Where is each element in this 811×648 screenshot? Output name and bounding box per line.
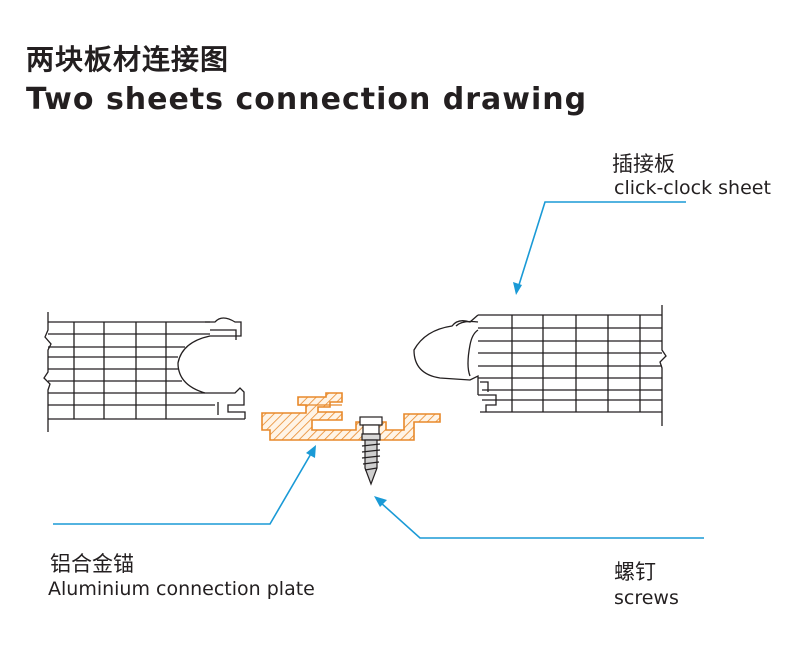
leader-plate [53,445,316,525]
sheet-label-zh: 插接板 [612,152,675,176]
sheet-label-en: click-clock sheet [614,177,771,199]
plate-label-en: Aluminium connection plate [48,578,315,600]
right-sheet [413,305,667,426]
screw [359,416,383,486]
left-sheet [43,312,246,432]
drawing-title-zh: 两块板材连接图 [26,43,230,76]
screws-label-en: screws [614,587,679,609]
aluminium-plate [261,392,441,441]
drawing-title-en: Two sheets connection drawing [26,82,588,117]
plate-label-zh: 铝合金锚 [50,552,134,576]
screws-label-zh: 螺钉 [614,560,656,584]
leader-sheet [513,201,686,295]
leader-screws [374,496,704,539]
